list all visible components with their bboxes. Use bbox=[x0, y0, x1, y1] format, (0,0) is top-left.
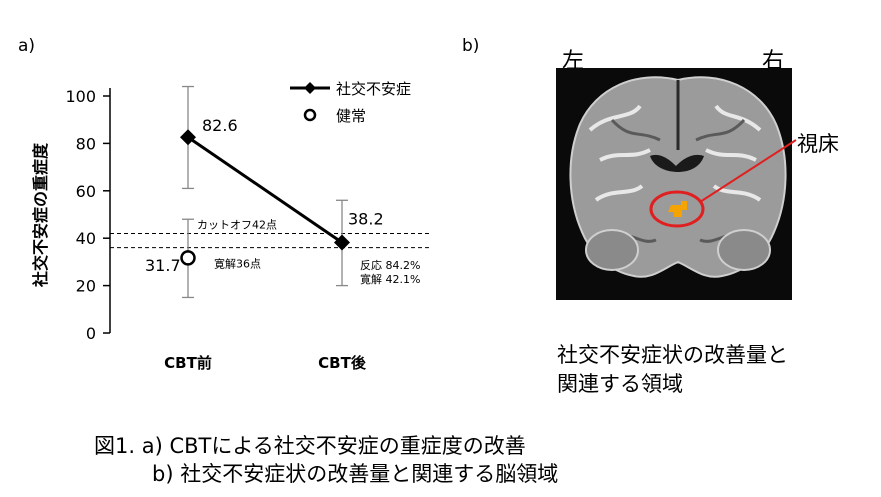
y-axis-label: 社交不安症の重症度 bbox=[31, 142, 50, 288]
legend-label: 健常 bbox=[336, 107, 366, 125]
figure-caption-line1: 図1. a) CBTによる社交不安症の重症度の改善 bbox=[94, 434, 526, 458]
y-tick-label: 0 bbox=[86, 324, 96, 343]
y-tick-label: 40 bbox=[76, 229, 96, 248]
data-label: 38.2 bbox=[348, 209, 384, 228]
brain-caption-line1: 社交不安症状の改善量と bbox=[557, 343, 788, 367]
y-tick-label: 80 bbox=[76, 134, 96, 153]
y-tick-label: 100 bbox=[65, 87, 96, 106]
series-line bbox=[187, 135, 343, 244]
data-point-healthy bbox=[180, 250, 196, 266]
brain-coronal-image bbox=[556, 68, 797, 300]
annotation: 反応 84.2% bbox=[360, 258, 420, 272]
data-point-social-anxiety bbox=[334, 234, 350, 251]
thalamus-label: 視床 bbox=[797, 132, 839, 156]
right-hemisphere-label: 右 bbox=[762, 49, 785, 74]
y-tick-label: 20 bbox=[76, 277, 96, 296]
x-tick-label: CBT後 bbox=[318, 354, 367, 372]
legend-marker-healthy bbox=[303, 108, 317, 122]
reference-line-label: カットオフ42点 bbox=[197, 218, 277, 231]
legend-label: 社交不安症 bbox=[336, 80, 411, 98]
left-hemisphere-label: 左 bbox=[562, 49, 585, 74]
data-label: 82.6 bbox=[202, 116, 238, 135]
y-tick-label: 60 bbox=[76, 182, 96, 201]
panel-b-label: b) bbox=[462, 36, 480, 56]
figure-caption-line2: b) 社交不安症状の改善量と関連する脳領域 bbox=[152, 462, 559, 486]
brain-caption-line2: 関連する領域 bbox=[557, 372, 683, 396]
panel-a-label: a) bbox=[18, 36, 36, 56]
data-point-social-anxiety bbox=[180, 129, 196, 146]
legend-marker-social-anxiety bbox=[304, 82, 316, 94]
x-tick-label: CBT前 bbox=[164, 354, 212, 372]
data-label: 31.7 bbox=[145, 256, 181, 275]
annotation: 寛解 42.1% bbox=[360, 272, 420, 286]
reference-line-label: 寛解36点 bbox=[214, 257, 261, 271]
